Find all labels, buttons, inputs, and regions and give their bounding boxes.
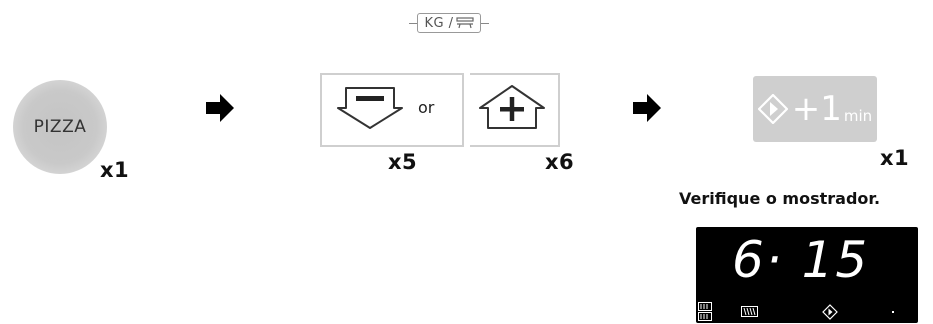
weight-label-text: KG / [424,15,454,31]
start-diamond-icon [757,94,788,124]
pizza-button-label: PIZZA [33,117,87,137]
start-diamond-icon [822,304,838,320]
min-unit-label: min [843,107,873,125]
weight-tray-icon [455,17,474,29]
weight-label-box: KG / [417,13,481,33]
display-dot [892,311,894,313]
microwave-icon [741,306,758,317]
pizza-button[interactable]: PIZZA [13,80,107,174]
display-reading: 6· 15 [732,231,870,289]
instruction-text: Verifique o mostrador. [679,189,881,208]
plus-one-label: +1 [791,89,842,129]
minus-press-count: x5 [388,150,418,174]
pizza-press-count: x1 [100,158,130,182]
grill-icon [698,302,712,321]
plus-press-count: x6 [545,150,575,174]
plus-one-minute-button[interactable]: +1 min [753,76,877,142]
label-tick-left [409,22,418,24]
right-arrow-icon [206,94,234,122]
weight-label: KG / [400,10,498,36]
label-tick-right [480,22,489,24]
plus-up-arrow-icon[interactable] [478,84,546,130]
plus-minute-press-count: x1 [880,146,910,170]
or-connector: or [418,98,435,117]
right-arrow-icon [633,94,661,122]
oven-display: 6· 15 [696,227,918,323]
minus-down-arrow-icon[interactable] [336,86,404,130]
